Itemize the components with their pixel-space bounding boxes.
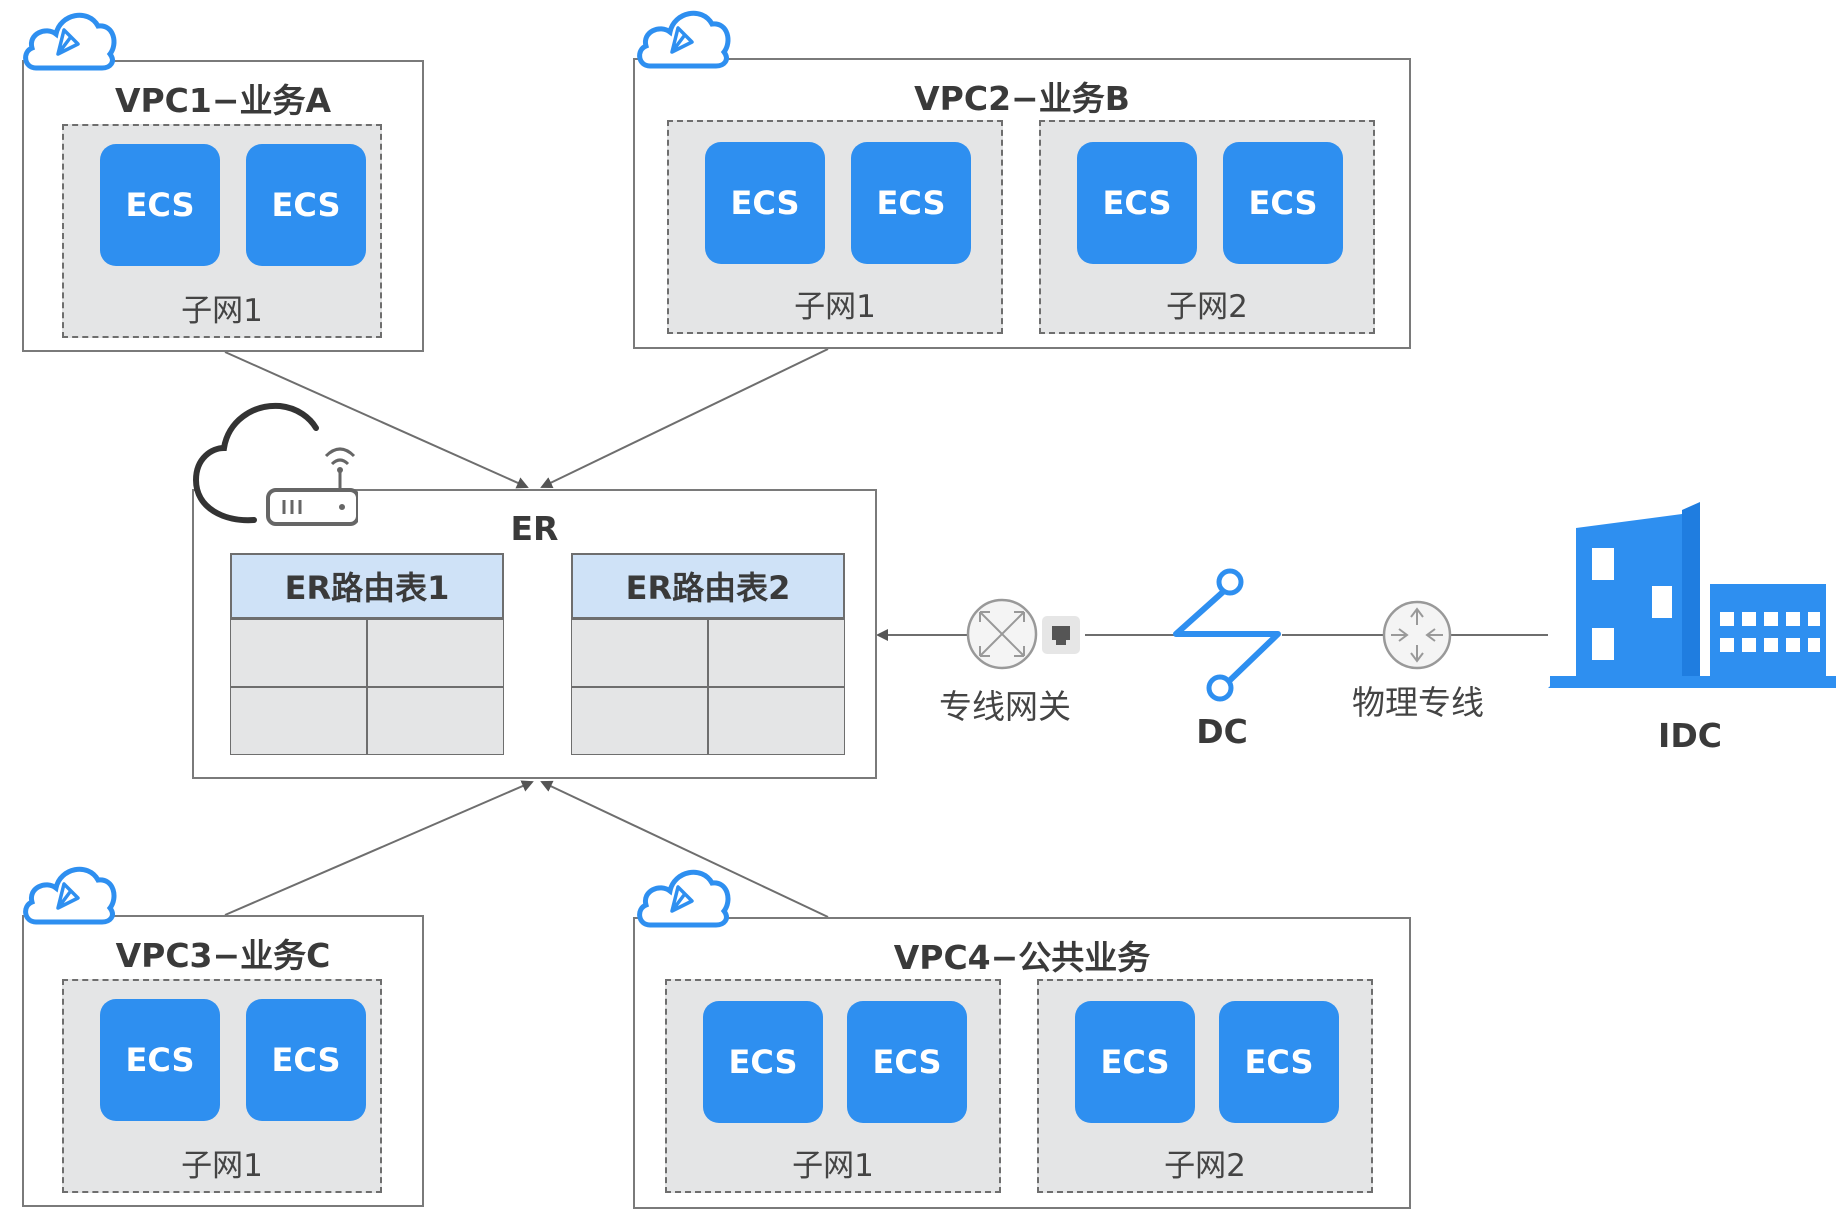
route-table-header: ER路由表2 [571, 553, 845, 619]
vpc2-title: VPC2−业务B [914, 79, 1130, 118]
subnet-label: 子网1 [794, 289, 876, 325]
dc-label: DC [1196, 712, 1248, 751]
cloud-badge-icon [23, 12, 117, 71]
ecs-instance: ECS [100, 999, 220, 1121]
vpc2-box: VPC2−业务B ECS ECS 子网1 ECS ECS 子网2 [633, 58, 1411, 349]
direct-connect-gateway-icon [966, 598, 1080, 670]
ecs-instance: ECS [1219, 1001, 1339, 1123]
route-table-cell [708, 687, 845, 755]
er-title: ER [510, 509, 559, 548]
route-table-2: ER路由表2 [571, 553, 845, 755]
vpc1-to-er-line [224, 351, 529, 489]
idc-label: IDC [1658, 716, 1722, 755]
route-table-cell [367, 687, 504, 755]
cloud-badge-icon [23, 866, 117, 925]
route-table-grid [571, 619, 845, 755]
ecs-instance: ECS [1223, 142, 1343, 264]
gateway-label: 专线网关 [939, 687, 1071, 726]
vpc1-box: VPC1−业务A ECS ECS 子网1 [22, 60, 424, 352]
route-table-cell [708, 619, 845, 687]
route-table-cell [571, 687, 708, 755]
vpc4-subnet1: ECS ECS 子网1 [665, 979, 1001, 1193]
er-box: ER ER路由表1 ER路由表2 [192, 489, 877, 779]
vpc3-box: VPC3−业务C ECS ECS 子网1 [22, 915, 424, 1207]
ecs-instance: ECS [705, 142, 825, 264]
subnet-label: 子网1 [181, 293, 263, 329]
cloud-badge-icon [637, 10, 731, 69]
vpc3-title: VPC3−业务C [115, 936, 331, 975]
route-table-grid [230, 619, 504, 755]
vpc3-subnet1: ECS ECS 子网1 [62, 979, 382, 1193]
ecs-instance: ECS [1075, 1001, 1195, 1123]
vpc4-to-er-line [540, 780, 829, 918]
ecs-instance: ECS [100, 144, 220, 266]
subnet-label: 子网1 [181, 1148, 263, 1184]
ecs-instance: ECS [703, 1001, 823, 1123]
vpc1-subnet1: ECS ECS 子网1 [62, 124, 382, 338]
vpc3-to-er-line [224, 780, 534, 916]
ecs-instance: ECS [847, 1001, 967, 1123]
ecs-instance: ECS [851, 142, 971, 264]
vpc4-subnet2: ECS ECS 子网2 [1037, 979, 1373, 1193]
route-table-cell [571, 619, 708, 687]
route-table-cell [230, 619, 367, 687]
vpc4-box: VPC4−公共业务 ECS ECS 子网1 ECS ECS 子网2 [633, 917, 1411, 1209]
vpc2-subnet2: ECS ECS 子网2 [1039, 120, 1375, 334]
physical-line-icon [1382, 600, 1452, 670]
idc-building-icon [1548, 502, 1836, 688]
route-table-1: ER路由表1 [230, 553, 504, 755]
dc-icon [1173, 568, 1281, 702]
physical-line-label: 物理专线 [1352, 683, 1484, 722]
ecs-instance: ECS [246, 144, 366, 266]
ecs-instance: ECS [1077, 142, 1197, 264]
vpc4-title: VPC4−公共业务 [893, 938, 1151, 977]
er-router-icon [192, 402, 358, 526]
subnet-label: 子网1 [792, 1148, 874, 1184]
route-table-header: ER路由表1 [230, 553, 504, 619]
route-table-cell [367, 619, 504, 687]
subnet-label: 子网2 [1164, 1148, 1246, 1184]
subnet-label: 子网2 [1166, 289, 1248, 325]
route-table-cell [230, 687, 367, 755]
ecs-instance: ECS [246, 999, 366, 1121]
vpc1-title: VPC1−业务A [114, 81, 332, 120]
cloud-badge-icon [637, 869, 731, 928]
vpc2-to-er-line [540, 348, 829, 489]
vpc2-subnet1: ECS ECS 子网1 [667, 120, 1003, 334]
